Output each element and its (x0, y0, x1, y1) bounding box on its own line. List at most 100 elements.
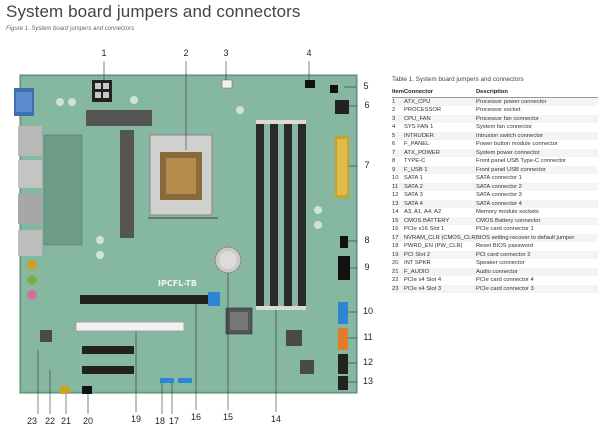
page-title: System board jumpers and connectors (6, 2, 301, 21)
description-cell: Processor socket (476, 107, 521, 113)
item-cell: 2 (392, 107, 396, 113)
connector-cell: INTRUDER (404, 131, 476, 140)
item-cell: 4 (392, 124, 396, 130)
description-cell: SATA connector 2 (476, 182, 598, 191)
connector-cell: CMOS BATTERY (404, 216, 476, 225)
connector-cell: INT SPKR (404, 260, 431, 266)
table-row: 10 SATA 1 SATA connector 1 (392, 174, 598, 183)
item-cell: 9 (392, 165, 404, 174)
connector-cell: NVRAM_CLR (CMOS_CLR) (404, 233, 476, 242)
connector-cell: SATA 3 (404, 192, 423, 198)
connector-cell: F_PANEL (404, 141, 430, 147)
description-cell: CMOS Battery connector (476, 216, 598, 225)
description-cell: Intrusion switch connector (476, 131, 598, 140)
board-silkscreen: IPCFL-TB (158, 279, 197, 288)
description-cell: System fan connector (476, 124, 533, 130)
description-cell: Front panel USB Type-C connector (476, 158, 567, 164)
system-board-image: IPCFL-TB (14, 61, 358, 414)
callout-4: 4 (306, 48, 312, 58)
connector-cell: PWRD_EN (PW_CLR) (404, 243, 463, 249)
table-row: 14 A3, A1, A4, A2 Memory module sockets (392, 208, 598, 217)
item-cell: 22 (392, 277, 399, 283)
item-cell: 16 (392, 226, 399, 232)
connector-cell: A3, A1, A4, A2 (404, 209, 442, 215)
callout-10: 10 (362, 306, 373, 316)
callout-12: 12 (362, 357, 373, 367)
description-cell: Power button module connector (476, 141, 558, 147)
column-header-description: Description (476, 88, 598, 98)
item-cell: 14 (392, 209, 399, 215)
connector-cell: PROCESSOR (404, 107, 442, 113)
connector-cell: SATA 4 (404, 199, 476, 208)
column-header-connector: Connector (404, 88, 476, 98)
callout-11: 11 (363, 332, 373, 342)
item-cell: 10 (392, 175, 399, 181)
callout-8: 8 (364, 235, 370, 245)
item-cell: 17 (392, 233, 404, 242)
table-row: 20 INT SPKR Speaker connector (392, 259, 598, 268)
callout-2: 2 (183, 48, 189, 58)
description-cell: Processor fan connector (476, 114, 598, 123)
connector-cell: SATA 1 (404, 175, 423, 181)
callout-17: 17 (168, 416, 179, 426)
connector-cell: PCIe x4 Slot 4 (404, 277, 442, 283)
item-cell: 12 (392, 192, 399, 198)
connector-cell: PCI Slot 2 (404, 250, 476, 259)
connector-cell: CPU_FAN (404, 114, 476, 123)
description-cell: SATA connector 1 (476, 175, 522, 181)
item-cell: 20 (392, 260, 399, 266)
connector-cell: SATA 2 (404, 182, 476, 191)
table-header-row: Item Connector Description (392, 88, 598, 98)
description-cell: PCIe card connector 3 (476, 284, 598, 293)
connector-cell: ATX_POWER (404, 148, 476, 157)
callout-20: 20 (82, 416, 93, 426)
description-cell: PCIe card connector 1 (476, 226, 534, 232)
description-cell: Audio connector (476, 267, 598, 276)
description-cell: Memory module sockets (476, 209, 539, 215)
item-cell: 19 (392, 250, 404, 259)
connector-table-section: Table 1. System board jumpers and connec… (392, 76, 598, 293)
callout-19: 19 (130, 414, 141, 424)
figure-caption: Figure 1. System board jumpers and conne… (6, 26, 135, 32)
description-cell: Front panel USB connector (476, 165, 598, 174)
item-cell: 23 (392, 284, 404, 293)
callout-6: 6 (364, 100, 370, 110)
callout-5: 5 (363, 81, 369, 91)
callout-13: 13 (362, 376, 373, 386)
callout-18: 18 (154, 416, 165, 426)
callout-9: 9 (364, 262, 370, 272)
item-cell: 8 (392, 158, 396, 164)
connector-cell: ATX_CPU (404, 97, 476, 106)
item-cell: 21 (392, 267, 404, 276)
callout-23: 23 (26, 416, 37, 426)
item-cell: 15 (392, 216, 404, 225)
table-row: 12 SATA 3 SATA connector 3 (392, 191, 598, 200)
description-cell: PCI card connector 2 (476, 250, 598, 259)
callout-7: 7 (364, 160, 370, 170)
connector-cell: F_AUDIO (404, 267, 476, 276)
table-caption: Table 1. System board jumpers and connec… (392, 76, 524, 83)
item-cell: 13 (392, 199, 404, 208)
item-cell: 6 (392, 141, 396, 147)
description-cell: SATA connector 3 (476, 192, 522, 198)
item-cell: 7 (392, 148, 404, 157)
system-board-figure: IPCFL-TB (0, 40, 390, 431)
description-cell: Speaker connector (476, 260, 525, 266)
item-cell: 18 (392, 243, 399, 249)
description-cell: Processor power connector (476, 97, 598, 106)
item-cell: 5 (392, 131, 404, 140)
